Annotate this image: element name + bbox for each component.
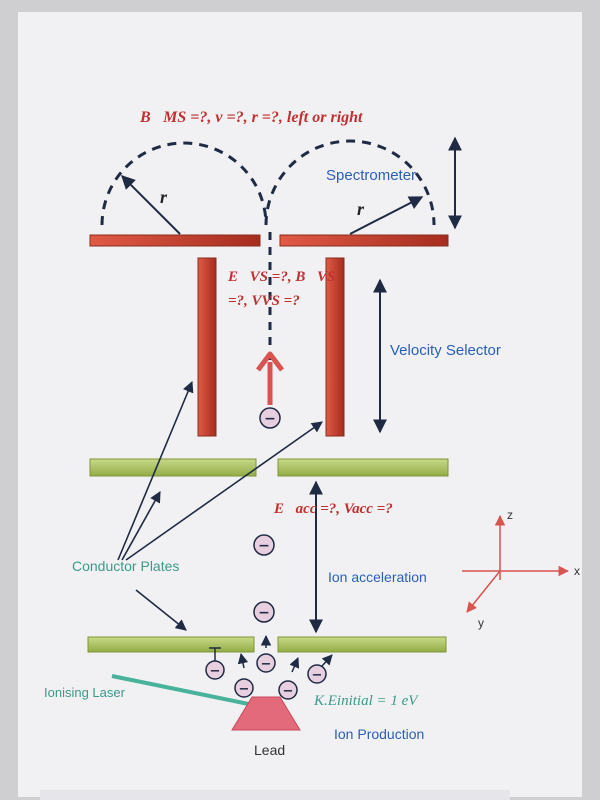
pointer-to-green-lower	[135, 589, 187, 631]
velocity-selector-plate-left	[197, 257, 217, 437]
ion-production-1: −	[205, 660, 225, 680]
ion-production-3: −	[256, 653, 276, 673]
velocity-selector-question-line2: =?, VVS =?	[228, 293, 300, 309]
lead-label: Lead	[254, 742, 286, 758]
y-axis-label: y	[478, 616, 484, 630]
ion-velocity-selector: −	[259, 407, 281, 429]
right-radius-label: r	[357, 199, 365, 219]
x-axis-label: x	[574, 564, 580, 578]
mass-spectrometer-question: B⃗MS =?, v =?, r =?, left or right	[140, 109, 363, 126]
left-radius-label: r	[160, 187, 168, 207]
right-trajectory-arc	[264, 139, 436, 226]
small-arrow-5	[321, 654, 333, 667]
ion-production-4: −	[278, 680, 298, 700]
ion-production-2: −	[234, 678, 254, 698]
z-axis-label: z	[507, 508, 513, 522]
svg-text:−: −	[283, 684, 294, 699]
ion-production-label: Ion Production	[334, 726, 425, 742]
velocity-selector-label: Velocity Selector	[390, 342, 501, 359]
small-arrow-2	[237, 652, 249, 669]
svg-text:−: −	[258, 605, 270, 621]
lead-target	[231, 696, 301, 731]
accelerator-plate-lower-right	[277, 636, 447, 653]
svg-text:−: −	[210, 664, 221, 679]
velocity-selector-question-line1: E⃗VS =?, B⃗VS	[228, 269, 336, 285]
svg-text:−: −	[264, 411, 276, 427]
initial-kinetic-energy-label: K.Einitial = 1 eV	[314, 693, 418, 709]
accelerator-plate-upper-right	[277, 458, 449, 477]
spectrometer-plate-left	[89, 234, 261, 247]
svg-text:−: −	[258, 538, 270, 554]
spectrometer-label: Spectrometer	[326, 167, 417, 184]
spectrometer-plate-right	[279, 234, 449, 247]
left-trajectory-arc	[100, 141, 268, 226]
paper-background	[18, 12, 582, 797]
accelerator-plate-upper-left	[89, 458, 257, 477]
velocity-arrow-head	[256, 351, 284, 372]
y-axis	[466, 570, 501, 613]
accelerator-plate-lower-left	[87, 636, 255, 653]
ionising-laser-label: Ionising Laser	[44, 685, 125, 700]
right-radius-arrow	[349, 196, 424, 235]
conductor-plates-label: Conductor Plates	[72, 558, 180, 574]
svg-text:−: −	[312, 668, 323, 683]
ion-acceleration-label: Ion acceleration	[328, 569, 427, 585]
ion-accel-2: −	[253, 601, 275, 623]
left-radius-arrow	[121, 175, 181, 235]
ionising-laser-beam	[111, 674, 269, 710]
pointer-to-vs-right	[125, 421, 323, 561]
small-arrow-4	[289, 657, 300, 673]
pointer-to-green-upper	[121, 491, 161, 561]
svg-text:−: −	[261, 657, 272, 672]
pointer-to-vs-left	[117, 380, 194, 561]
ion-accel-1: −	[253, 534, 275, 556]
bottom-strip	[40, 790, 510, 800]
ion-production-5: −	[307, 664, 327, 684]
svg-text:−: −	[239, 682, 250, 697]
velocity-selector-plate-right	[325, 257, 345, 437]
acceleration-question: E⃗acc =?, Vacc =?	[274, 501, 393, 517]
